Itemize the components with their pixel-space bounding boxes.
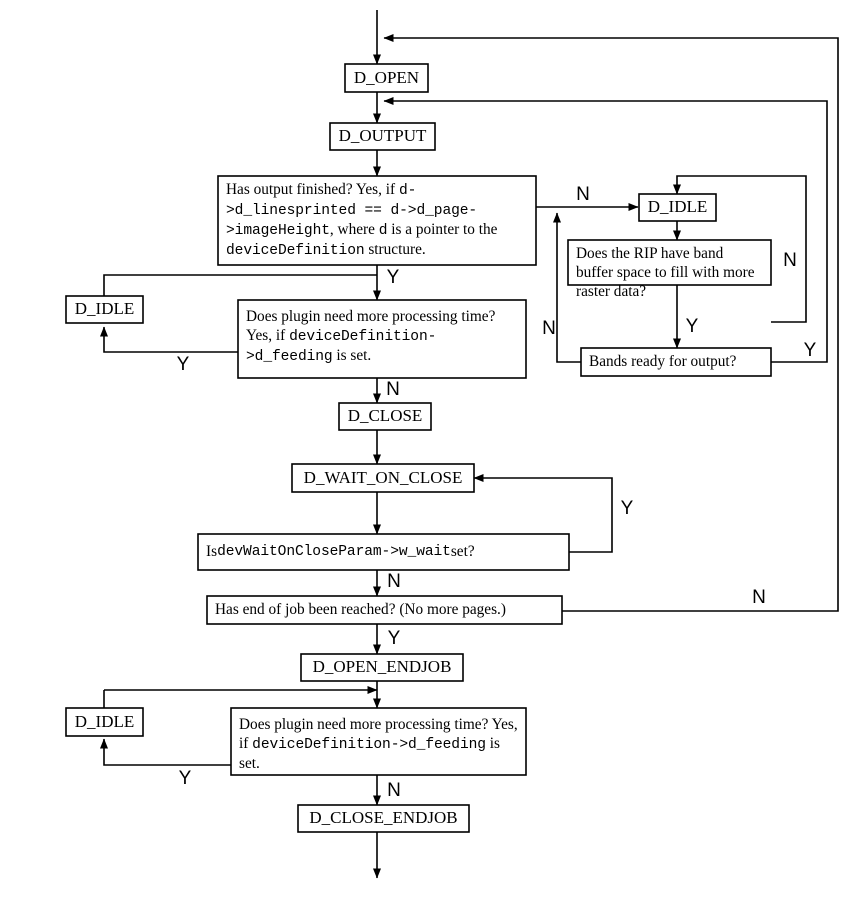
edge-wait-param-y-return — [473, 474, 613, 553]
branch-label-output-finished-n: N — [576, 184, 590, 205]
plugin1-part1: Does plugin need more processing time? Y… — [246, 308, 496, 344]
plugin1-part2: is set. — [332, 346, 372, 364]
node-d_wait_on_close-label: D_WAIT_ON_CLOSE — [304, 468, 463, 487]
wait-param-code1: devWaitOnCloseParam->w_wait — [217, 543, 451, 560]
node-d_idle-left[interactable] — [65, 295, 144, 324]
decision-plugin-processing-2-text: Does plugin need more processing time? Y… — [231, 711, 526, 775]
node-d_close[interactable] — [338, 402, 432, 431]
branch-label-plugin1-y: Y — [177, 354, 190, 375]
plugin2-part2: is set. — [239, 734, 500, 772]
node-d_idle-lower-label: D_IDLE — [75, 712, 134, 731]
node-d_idle-left-label: D_IDLE — [75, 299, 134, 318]
node-d_idle-lower[interactable] — [65, 707, 144, 737]
end-of-job-label: Has end of job been reached? (No more pa… — [215, 601, 506, 619]
node-d_idle-right-label: D_IDLE — [648, 197, 707, 216]
plugin2-part1: Does plugin need more processing time? Y… — [239, 716, 518, 752]
node-d_close_endjob-label: D_CLOSE_ENDJOB — [309, 808, 457, 827]
node-d_open_endjob[interactable] — [300, 653, 464, 682]
node-d_open[interactable] — [344, 63, 429, 93]
node-layer: D_OPEN D_OUTPUT D_IDLE D_IDLE D_CLOSE D_… — [65, 63, 772, 833]
has-output-finished-code1: d->d_linesprinted == d->d_page->imageHei… — [226, 183, 478, 239]
node-d_close_endjob[interactable] — [297, 804, 470, 833]
wait-param-part2: set? — [450, 543, 475, 561]
edge-bands-ready-n-up — [553, 212, 581, 363]
branch-label-plugin1-n: N — [386, 379, 400, 400]
decision-bands-ready-text: Bands ready for output? — [581, 348, 771, 376]
bands-ready-label: Bands ready for output? — [589, 353, 737, 371]
has-output-finished-part1: Has output finished? Yes, if — [226, 181, 399, 198]
branch-label-rip-band-y: Y — [686, 316, 699, 337]
rip-band-buffer-label: Does the RIP have band buffer space to f… — [576, 245, 755, 300]
node-d_idle-right[interactable] — [638, 193, 717, 222]
decision-plugin-processing-1[interactable] — [237, 299, 527, 379]
branch-label-plugin2-n: N — [387, 780, 401, 801]
edge-endjob-n-return — [383, 34, 839, 612]
node-d_open_endjob-label: D_OPEN_ENDJOB — [313, 657, 452, 676]
wait-param-part1: Is — [206, 543, 218, 561]
branch-label-plugin2-y: Y — [179, 768, 192, 789]
branch-label-bands-ready-y: Y — [804, 340, 817, 361]
branch-label-rip-band-n: N — [783, 250, 797, 271]
node-d_close-label: D_CLOSE — [348, 406, 423, 425]
decision-rip-band-buffer-text: Does the RIP have band buffer space to f… — [568, 240, 771, 300]
has-output-finished-code3: deviceDefinition — [226, 242, 365, 259]
decision-wait-on-close-param-text: Is devWaitOnCloseParam->w_wait set? — [198, 534, 569, 570]
edge-plugin2-y-to-d_idle-lower — [100, 738, 231, 766]
decision-rip-band-buffer[interactable] — [567, 239, 772, 286]
branch-label-output-finished-y: Y — [387, 267, 400, 288]
has-output-finished-part3: is a pointer to the — [387, 220, 498, 238]
decision-has-output-finished[interactable] — [217, 175, 537, 266]
decision-plugin-processing-2[interactable] — [230, 707, 527, 776]
decision-plugin-processing-1-text: Does plugin need more processing time? Y… — [238, 303, 526, 378]
node-d_wait_on_close[interactable] — [291, 463, 475, 493]
decision-bands-ready[interactable] — [580, 347, 772, 377]
branch-label-layer: N Y Y N N Y N Y Y N Y N Y N — [177, 184, 817, 801]
edge-rip-band-n-return — [673, 175, 807, 323]
branch-label-wait-close-y: Y — [621, 498, 634, 519]
has-output-finished-part4: structure. — [364, 240, 426, 258]
branch-label-bands-ready-n: N — [542, 318, 556, 339]
branch-label-end-of-job-n: N — [752, 587, 766, 608]
decision-end-of-job[interactable] — [206, 595, 563, 625]
edge-to-d_idle-left-top — [103, 274, 377, 296]
decision-end-of-job-text: Has end of job been reached? (No more pa… — [207, 596, 562, 624]
edge-bands-ready-y-return — [383, 97, 828, 363]
branch-label-wait-close-n: N — [387, 571, 401, 592]
node-d_output[interactable] — [329, 122, 436, 151]
branch-label-end-of-job-y: Y — [388, 628, 401, 649]
has-output-finished-code2: d — [378, 222, 388, 239]
node-d_open-label: D_OPEN — [354, 68, 419, 87]
plugin1-code1: deviceDefinition->d_feeding — [246, 328, 437, 365]
plugin2-code1: deviceDefinition->d_feeding — [252, 736, 486, 753]
decision-has-output-finished-text: Has output finished? Yes, if d->d_linesp… — [218, 176, 536, 265]
has-output-finished-part2: , where — [329, 220, 379, 238]
edge-plugin1-y-to-d_idle-left — [100, 326, 238, 353]
node-d_output-label: D_OUTPUT — [339, 126, 427, 145]
decision-wait-on-close-param[interactable] — [197, 533, 570, 571]
edge-layer — [100, 10, 839, 879]
